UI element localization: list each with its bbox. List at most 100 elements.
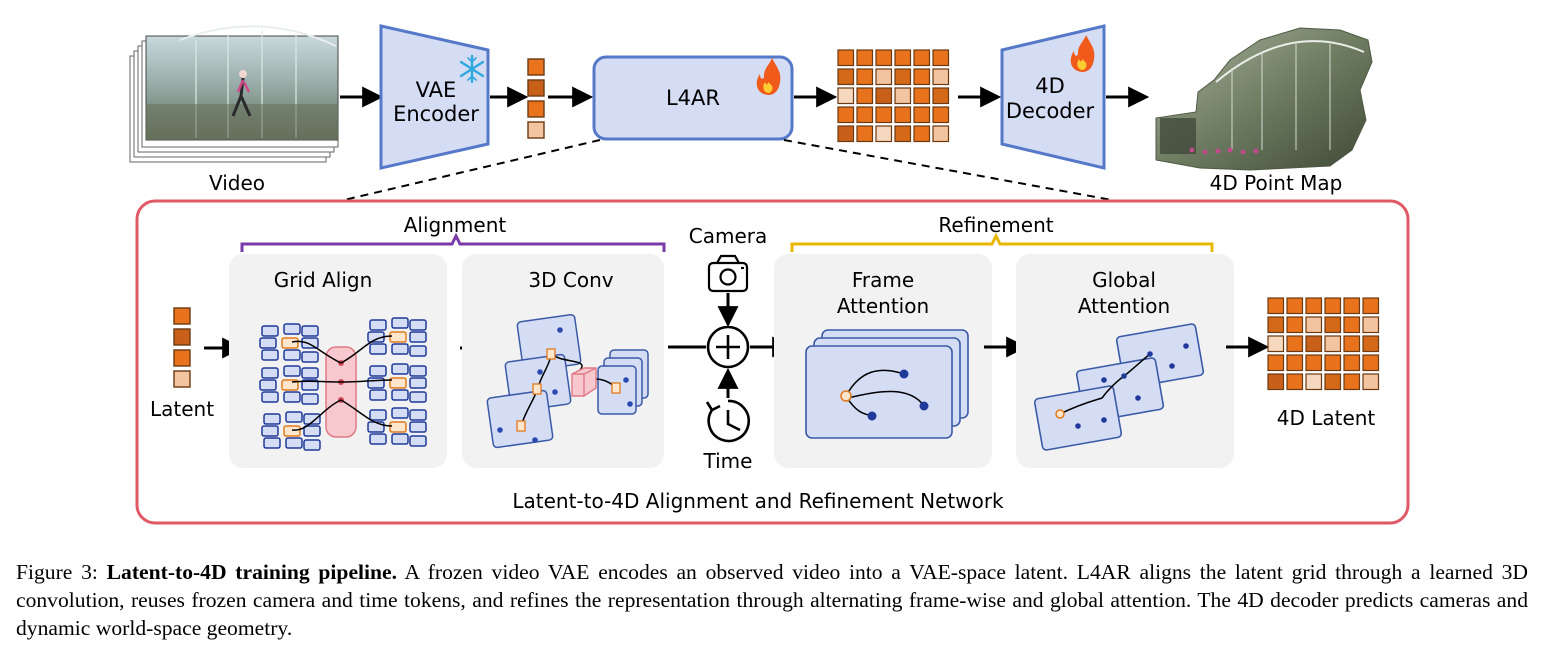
latent-cell: [1305, 297, 1323, 315]
grid-token: [301, 379, 319, 391]
grid-token: [303, 425, 321, 437]
grid-token: [261, 325, 279, 337]
grid-token: [303, 439, 321, 451]
grid-token: [409, 377, 427, 389]
latent-cell: [856, 49, 874, 67]
latent-cell: [913, 49, 931, 67]
latent-cell: [1267, 354, 1285, 372]
latent-cell: [1305, 335, 1323, 353]
grid-token: [409, 421, 427, 433]
walking-person: [231, 70, 252, 117]
latent-cell: [1362, 373, 1380, 391]
grid-token: [409, 345, 427, 357]
grid-token: [389, 331, 407, 343]
latent-cell: [1267, 373, 1285, 391]
l4ar-output-grid: [837, 49, 950, 143]
plus-icon: [706, 325, 750, 369]
grid-token: [391, 343, 409, 355]
4d-decoder: 4D Decoder: [1000, 24, 1106, 170]
frozen-snowflake-icon: [459, 54, 485, 84]
grid-token: [391, 389, 409, 401]
pipeline-diagram: Video VAE Encoder L4AR: [129, 24, 1410, 525]
latent-cell: [1362, 354, 1380, 372]
grid-token: [389, 377, 407, 389]
camera-icon: [707, 254, 749, 293]
conv-label: 3D Conv: [528, 268, 613, 292]
conv-illustration: [486, 313, 649, 449]
latent-cell: [894, 87, 912, 105]
input-latent-tokens: [173, 307, 191, 388]
latent-cell: [1267, 297, 1285, 315]
camera-label: Camera: [689, 224, 768, 248]
l4ar-label: L4AR: [666, 86, 720, 110]
latent-cell: [1267, 335, 1285, 353]
grid-token: [281, 337, 299, 349]
latent-cell: [894, 49, 912, 67]
refinement-bracket: [790, 232, 1214, 252]
grid-token: [409, 319, 427, 331]
grid-token: [261, 391, 279, 403]
grid-align-illustration: [259, 317, 427, 451]
latent-cell: [856, 87, 874, 105]
global-attention-illustration: [1033, 323, 1205, 451]
latent-cell: [932, 49, 950, 67]
latent-cell: [1286, 373, 1304, 391]
grid-token: [389, 421, 407, 433]
latent-cell: [1305, 316, 1323, 334]
grid-token: [259, 379, 277, 391]
latent-cell: [856, 68, 874, 86]
global-attention-label-line-2: Attention: [1078, 294, 1170, 318]
latent-cell: [875, 106, 893, 124]
grid-token: [283, 323, 301, 335]
latent-cell: [1343, 316, 1361, 334]
grid-token: [367, 421, 385, 433]
grid-token: [391, 407, 409, 419]
grid-token: [303, 413, 321, 425]
video-label: Video: [209, 171, 265, 195]
network-outline: [135, 199, 1410, 525]
frame-attention-label-line-1: Frame: [852, 268, 914, 292]
latent-cell: [913, 87, 931, 105]
latent-cell: [875, 68, 893, 86]
grid-token: [409, 331, 427, 343]
latent-cell: [837, 68, 855, 86]
output-latent-label: 4D Latent: [1277, 406, 1376, 430]
latent-cell: [875, 49, 893, 67]
latent-cell: [856, 125, 874, 143]
alignment-label: Alignment: [404, 213, 507, 237]
refinement-label: Refinement: [938, 213, 1053, 237]
latent-cell: [1267, 316, 1285, 334]
point-map-label: 4D Point Map: [1210, 171, 1343, 195]
caption-prefix: Figure 3:: [16, 560, 107, 584]
latent-cell: [1362, 316, 1380, 334]
grid-token: [283, 425, 301, 437]
grid-token: [369, 433, 387, 445]
latent-cell: [875, 125, 893, 143]
grid-token: [369, 409, 387, 421]
latent-cell: [837, 125, 855, 143]
latent-cell: [932, 87, 950, 105]
clock-icon: [705, 399, 750, 443]
grid-token: [263, 413, 281, 425]
caption-text: A frozen video VAE encodes an observed v…: [16, 560, 1528, 640]
grid-token: [301, 367, 319, 379]
grid-token: [261, 367, 279, 379]
latent-cell: [1324, 373, 1342, 391]
encoder-label-line-1: VAE: [416, 78, 457, 102]
latent-cell: [1343, 373, 1361, 391]
latent-cell: [1286, 354, 1304, 372]
grid-token: [409, 365, 427, 377]
latent-cell: [1324, 316, 1342, 334]
input-latent-label: Latent: [150, 397, 214, 421]
trainable-flame-icon: [1070, 35, 1095, 72]
grid-token: [369, 389, 387, 401]
grid-token: [391, 317, 409, 329]
frame-attention-label-line-2: Attention: [837, 294, 929, 318]
grid-token: [285, 437, 303, 449]
decoder-label-line-2: Decoder: [1006, 99, 1095, 123]
grid-token: [409, 391, 427, 403]
latent-cell: [894, 68, 912, 86]
latent-cell: [875, 87, 893, 105]
latent-cell: [837, 49, 855, 67]
trainable-flame-icon: [756, 58, 781, 95]
